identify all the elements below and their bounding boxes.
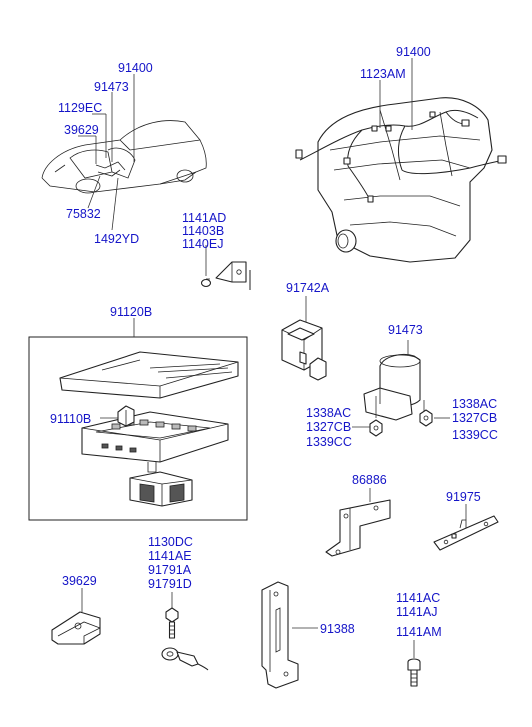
label-86886[interactable]: 86886 [352,473,387,487]
label-1338AC-right[interactable]: 1338AC [452,397,497,411]
fuse-block [129,471,193,507]
car-leader-lines [78,74,135,231]
label-1141AD[interactable]: 1141AD [182,211,226,225]
cover-91473 [363,340,425,421]
engine-leader-lines [379,58,413,130]
label-75832[interactable]: 75832 [66,207,101,221]
bolt-1141AC [407,640,421,687]
fuse-91110B [100,405,135,427]
label-1327CB-right[interactable]: 1327CB [452,411,497,425]
label-1141AJ[interactable]: 1141AJ [396,605,437,619]
label-91975[interactable]: 91975 [446,490,481,504]
label-91120B[interactable]: 91120B [110,305,152,319]
label-91791D[interactable]: 91791D [148,577,192,591]
label-1338AC-left[interactable]: 1338AC [306,406,351,420]
label-1141AC[interactable]: 1141AC [396,591,440,605]
label-1492YD[interactable]: 1492YD [94,232,139,246]
clip-39629 [51,588,101,645]
label-1129EC[interactable]: 1129EC [58,101,102,115]
label-1327CB-left[interactable]: 1327CB [306,420,351,434]
fuse-box-cover [59,351,239,399]
small-bracket-screw [200,245,251,290]
bracket-91388 [261,581,318,689]
label-1141AE[interactable]: 1141AE [148,549,192,563]
bracket-91975 [433,504,499,551]
car-illustration [41,120,207,194]
label-1130DC[interactable]: 1130DC [148,535,193,549]
label-91110B[interactable]: 91110B [50,412,91,426]
label-1123AM[interactable]: 1123AM [360,67,406,81]
bracket-86886 [325,488,391,557]
label-91400-car[interactable]: 91400 [118,61,153,75]
label-1141AM[interactable]: 1141AM [396,625,442,639]
engine-illustration [295,97,507,263]
label-91473-cover[interactable]: 91473 [388,323,423,337]
label-91400-engine[interactable]: 91400 [396,45,431,59]
label-91791A[interactable]: 91791A [148,563,192,577]
label-39629-car[interactable]: 39629 [64,123,99,137]
label-1339CC-right[interactable]: 1339CC [452,428,498,442]
label-39629-clip[interactable]: 39629 [62,574,97,588]
label-91473-car[interactable]: 91473 [94,80,129,94]
bolt-and-terminal [161,592,209,671]
fuse-box-base [81,411,229,473]
fuse-box-frame [28,336,248,521]
label-1339CC-left[interactable]: 1339CC [306,435,352,449]
label-91388[interactable]: 91388 [320,622,355,636]
nut-right [419,409,433,427]
label-11403B[interactable]: 11403B [182,224,224,238]
label-1140EJ[interactable]: 1140EJ [182,237,223,251]
relay-91742A [281,296,327,381]
label-91742A[interactable]: 91742A [286,281,330,295]
nut-left [369,419,383,437]
